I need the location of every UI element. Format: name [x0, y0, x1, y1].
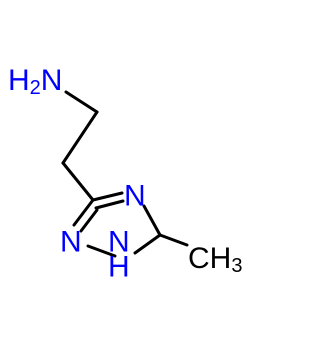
bond-ch2-ch2	[61, 110, 99, 165]
bond-n2-c3	[72, 198, 95, 227]
ring-n1-h-label: H	[108, 251, 130, 284]
methyl-c: CH	[188, 242, 231, 275]
bond-c3-n4	[91, 191, 124, 202]
ring-n1-label: N	[108, 226, 130, 259]
ring-n4-label: N	[124, 180, 146, 213]
amine-h-count: 2	[30, 77, 41, 99]
bond-amine-n-ch2	[64, 90, 99, 114]
bond-n4-c5	[142, 204, 162, 237]
methyl-h-count: 3	[231, 255, 242, 277]
bond-c3-n4-double	[94, 199, 125, 210]
bond-n2-c3-double	[79, 208, 99, 233]
bond-c5-methyl	[158, 233, 189, 247]
amine-label: H2N	[8, 64, 62, 100]
methyl-label: CH3	[188, 242, 242, 278]
bond-ch2-c3	[61, 161, 95, 202]
amine-h: H	[8, 64, 30, 97]
amine-n: N	[41, 64, 63, 97]
bond-c5-n1	[133, 233, 162, 255]
ring-n2-label: N	[60, 226, 82, 259]
molecule-structure: H2N N N N H CH3	[8, 64, 242, 284]
bond-n1-n2	[86, 244, 117, 258]
